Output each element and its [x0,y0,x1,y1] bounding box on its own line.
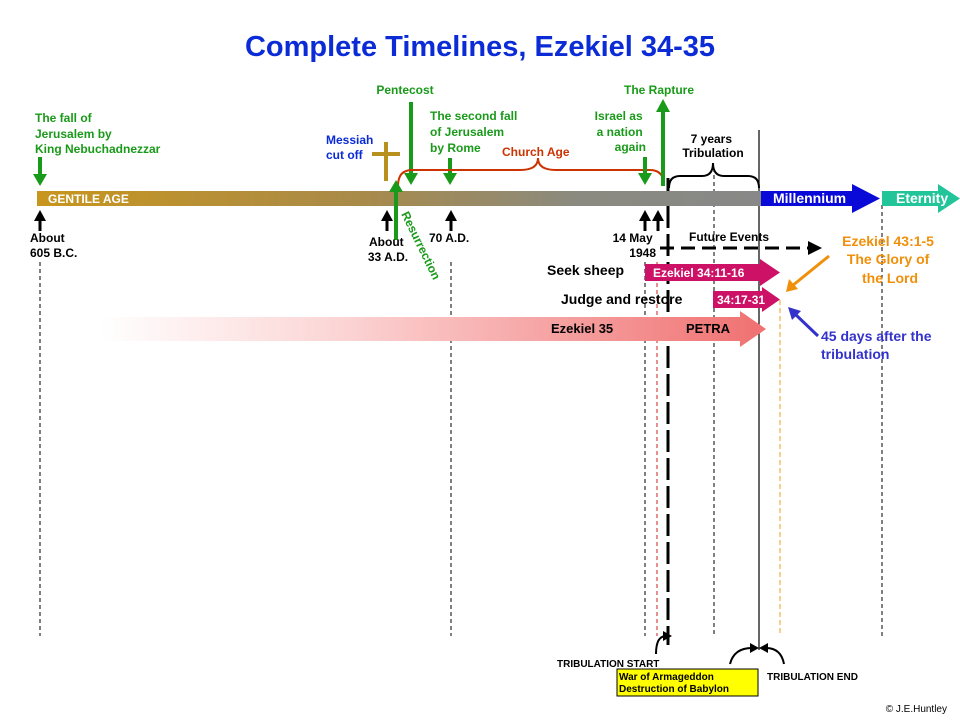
copyright-label: © J.E.Huntley [886,704,947,715]
gentile-age-bar [37,191,761,206]
israel-arrow [638,157,652,185]
fall-jerusalem-label: The fall of Jerusalem by King Nebuchadne… [35,111,161,156]
armageddon-curve-head [750,643,759,653]
fall-arrow [33,157,47,186]
tribulation-label: 7 years Tribulation [682,132,743,160]
second-fall-arrow [443,158,457,185]
ez34-11-arrow [645,259,780,286]
cross-icon [372,142,400,181]
eternity-label: Eternity [896,190,948,206]
ez35-label: Ezekiel 35 [551,321,613,336]
millennium-arrow [761,184,880,213]
ez35-arrow [100,311,766,347]
days45-arrow [788,307,820,338]
millennium-label: Millennium [773,190,846,206]
tribulation-brace [668,162,760,189]
future-events-label: Future Events [689,230,769,244]
messiah-label: Messiah cut off [326,133,377,162]
ez43-label: Ezekiel 43:1-5 The Glory of the Lord [842,233,938,286]
up-arrows [34,210,664,231]
trib-end-label: TRIBULATION END [767,672,858,683]
days45-label: 45 days after the tribulation [821,328,935,362]
petra-label: PETRA [686,321,731,336]
resurrection-arrow [389,180,403,240]
judge-restore-label: Judge and restore [561,291,683,307]
future-events-arrowhead [808,241,822,255]
pentecost-arrow [404,102,418,185]
church-age-label: Church Age [502,145,570,159]
pentecost-label: Pentecost [376,83,433,97]
trib-start-curve-head [663,631,672,641]
eternity-arrow [882,184,960,213]
guide-lines [39,168,883,636]
trib-end-curve [765,647,785,665]
church-age-brace [397,157,665,187]
trib-start-label: TRIBULATION START [557,659,659,670]
rapture-label: The Rapture [624,83,694,97]
ez34-17-label: 34:17-31 [717,293,765,307]
ez34-11-label: Ezekiel 34:11-16 [653,266,745,280]
israel-label: Israel as a nation again [595,109,646,154]
seek-sheep-label: Seek sheep [547,262,624,278]
about-33-label: About 33 A.D. [368,235,408,264]
ez34-17-arrow [713,287,780,312]
may-1948-label: 14 May 1948 [613,231,657,260]
armageddon-label: War of Armageddon Destruction of Babylon [619,672,729,695]
trib-end-curve-head [759,643,768,653]
gentile-age-label: GENTILE AGE [48,192,129,206]
armageddon-box [616,668,759,697]
page-title: Complete Timelines, Ezekiel 34-35 [245,31,715,63]
second-fall-label: The second fall of Jerusalem by Rome [430,109,521,155]
rapture-arrow [656,99,670,186]
ez43-arrow [786,254,830,292]
armageddon-curve [729,647,753,665]
about-605-label: About 605 B.C. [30,231,77,260]
ad70-label: 70 A.D. [429,231,469,245]
